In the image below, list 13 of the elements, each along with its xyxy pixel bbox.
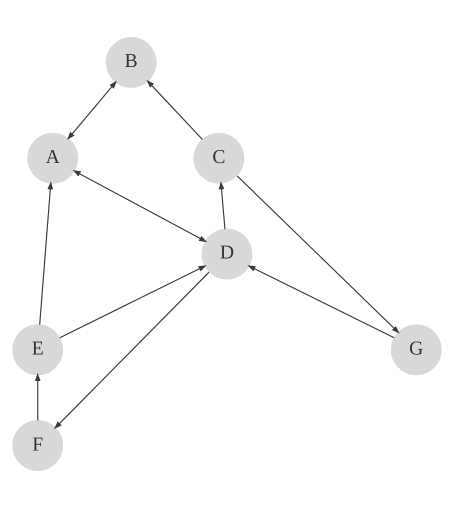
arrow [247, 264, 394, 338]
arrow [60, 264, 207, 338]
arrow [54, 271, 210, 429]
arrow [34, 372, 41, 420]
arrow [146, 79, 203, 140]
node-circle: E [12, 324, 64, 375]
node-circle: C [194, 132, 244, 184]
arrow [218, 180, 226, 229]
arrow [72, 170, 208, 242]
arrow [67, 80, 117, 140]
node-circle: D [202, 228, 252, 279]
arrow [39, 180, 54, 324]
arrow [236, 175, 400, 334]
